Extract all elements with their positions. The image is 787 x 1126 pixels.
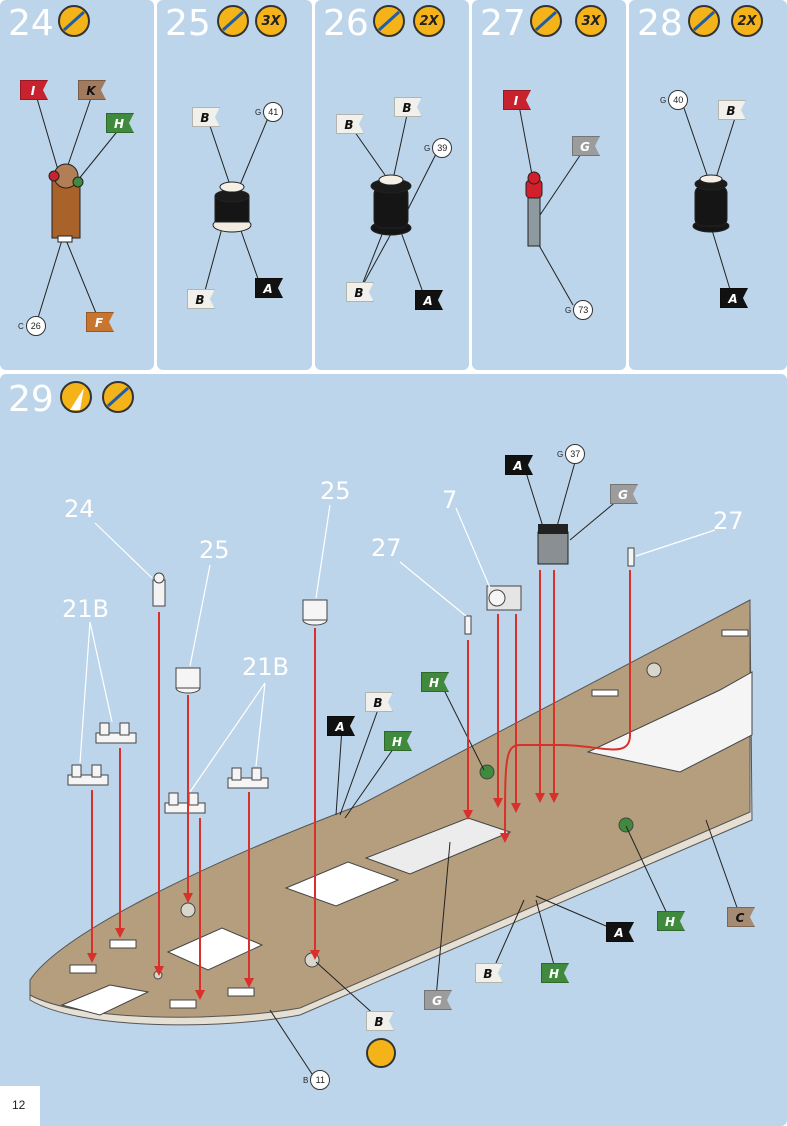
step-24-part xyxy=(35,94,121,319)
page-number: 12 xyxy=(0,1086,40,1126)
part-flag: B xyxy=(718,100,746,120)
step-number: 27 xyxy=(480,3,526,44)
multiplier-badge: 3X xyxy=(575,5,607,37)
part-callout: 27 xyxy=(713,507,744,535)
step-27-panel xyxy=(472,0,626,370)
part-flag: F xyxy=(86,312,114,332)
part-flag: A xyxy=(327,716,355,736)
step-27-part xyxy=(517,99,586,306)
paint-brush-icon xyxy=(373,5,405,37)
page-number-text: 12 xyxy=(12,1098,26,1112)
step-26-part xyxy=(351,109,439,299)
paint-brush-icon xyxy=(688,5,720,37)
step-number: 25 xyxy=(165,3,211,44)
part-callout: 24 xyxy=(64,495,95,523)
step-28-part xyxy=(683,107,736,297)
multiplier-badge: 2X xyxy=(413,5,445,37)
deck-parts xyxy=(67,524,635,814)
part-flag: H xyxy=(421,672,449,692)
rotate-icon xyxy=(366,1038,396,1068)
part-callout: 25 xyxy=(199,536,230,564)
part-callout: 25 xyxy=(320,477,351,505)
multiplier-badge: 3X xyxy=(255,5,287,37)
part-flag: G xyxy=(572,136,600,156)
step-25-part xyxy=(202,117,269,299)
part-flag: K xyxy=(78,80,106,100)
step-number: 24 xyxy=(8,3,54,44)
part-callout: 7 xyxy=(442,486,458,514)
multiplier-badge: 2X xyxy=(731,5,763,37)
part-callout: 21B xyxy=(242,653,290,681)
step-number: 28 xyxy=(637,3,683,44)
part-callout: 21B xyxy=(62,595,110,623)
part-callout: 27 xyxy=(371,534,402,562)
step-number: 29 xyxy=(8,379,54,420)
part-flag: I xyxy=(503,90,531,110)
ship-deck xyxy=(29,599,753,1026)
step-number: 26 xyxy=(323,3,369,44)
part-flag: B xyxy=(366,1011,394,1031)
